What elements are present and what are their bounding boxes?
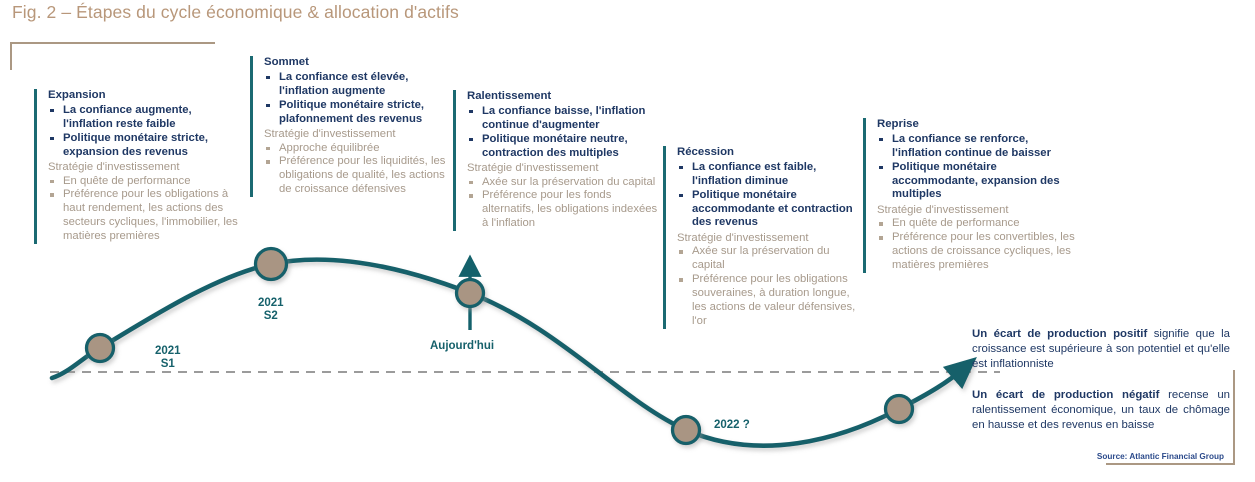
list-item: La confiance est faible, l'inflation dim…	[677, 161, 863, 189]
list-item: Politique monétaire accommodante et cont…	[677, 189, 863, 231]
phase-title-sommet: Sommet	[264, 56, 309, 68]
frame-corner-top-left-horizontal	[10, 42, 215, 44]
list-item: La confiance est élevée, l'inflation aug…	[264, 71, 457, 99]
list-item: La confiance augmente, l'inflation reste…	[48, 104, 240, 132]
phase-strategy-list-expansion: En quête de performance Préférence pour …	[48, 175, 240, 244]
phase-primary-list-reprise: La confiance se renforce, l'inflation co…	[877, 133, 1081, 202]
frame-corner-bottom-right-horizontal	[1106, 463, 1235, 465]
list-item: Préférence pour les obligations souverai…	[677, 273, 863, 329]
phase-title-recession: Récession	[677, 146, 734, 158]
cycle-markers	[84, 246, 915, 446]
list-item: Politique monétaire stricte, plafonnemen…	[264, 99, 457, 127]
list-item: Axée sur la préservation du capital	[467, 176, 660, 190]
cycle-label-today: Aujourd'hui	[430, 340, 495, 352]
phase-title-reprise: Reprise	[877, 118, 919, 130]
cycle-marker-2021-s1[interactable]	[84, 332, 116, 364]
list-item: En quête de performance	[48, 175, 240, 189]
cycle-marker-2021-s2[interactable]	[253, 246, 289, 282]
frame-corner-bottom-right-vertical	[1233, 370, 1235, 465]
phase-primary-list-expansion: La confiance augmente, l'inflation reste…	[48, 104, 240, 160]
strategy-heading-recession: Stratégie d'investissement	[677, 232, 809, 245]
page-title: Fig. 2 – Étapes du cycle économique & al…	[12, 2, 459, 22]
cycle-marker-today[interactable]	[454, 277, 486, 309]
cycle-wave-group	[49, 257, 977, 448]
phase-block-expansion: Expansion La confiance augmente, l'infla…	[34, 89, 240, 245]
frame-corner-top-left-vertical	[10, 42, 12, 70]
phase-strategy-list-sommet: Approche équilibrée Préférence pour les …	[264, 142, 457, 198]
cycle-label-2021-s2: 2021 S2	[258, 297, 284, 323]
list-item: En quête de performance	[877, 217, 1081, 231]
list-item: Politique monétaire neutre, contraction …	[467, 133, 660, 161]
phase-block-ralentissement: Ralentissement La confiance baisse, l'in…	[453, 90, 660, 232]
list-item: Préférence pour les liquidités, les obli…	[264, 155, 457, 197]
phase-primary-list-recession: La confiance est faible, l'inflation dim…	[677, 161, 863, 230]
phase-block-recession: Récession La confiance est faible, l'inf…	[663, 146, 863, 329]
phase-primary-list-ralentissement: La confiance baisse, l'inflation continu…	[467, 105, 660, 161]
phase-strategy-list-reprise: En quête de performance Préférence pour …	[877, 217, 1081, 273]
list-item: Axée sur la préservation du capital	[677, 245, 863, 273]
phase-strategy-list-ralentissement: Axée sur la préservation du capital Préf…	[467, 176, 660, 232]
strategy-heading-ralentissement: Stratégie d'investissement	[467, 162, 599, 175]
cycle-label-line1: 2021	[155, 345, 181, 357]
list-item: La confiance se renforce, l'inflation co…	[877, 133, 1081, 161]
cycle-marker-reprise[interactable]	[883, 393, 915, 425]
list-item: Préférence pour les convertibles, les ac…	[877, 231, 1081, 273]
phase-block-reprise: Reprise La confiance se renforce, l'infl…	[863, 118, 1081, 274]
cycle-label-2022: 2022 ?	[714, 419, 750, 431]
list-item: Politique monétaire stricte, expansion d…	[48, 132, 240, 160]
list-item: Approche équilibrée	[264, 142, 457, 156]
strategy-heading-expansion: Stratégie d'investissement	[48, 161, 180, 174]
business-cycle-curve	[49, 257, 977, 448]
annotation-positive-rest: signifie que la croissance est supérieur…	[972, 328, 1230, 371]
phase-title-expansion: Expansion	[48, 89, 106, 101]
source-note: Source: Atlantic Financial Group	[1096, 452, 1224, 461]
list-item: Préférence pour les fonds alternatifs, l…	[467, 189, 660, 231]
list-item: La confiance baisse, l'inflation continu…	[467, 105, 660, 133]
annotation-negative-bold: Un écart de production négatif	[972, 389, 1160, 401]
cycle-label-line1: 2021	[258, 297, 284, 309]
phase-primary-list-sommet: La confiance est élevée, l'inflation aug…	[264, 71, 457, 127]
list-item: Préférence pour les obligations à haut r…	[48, 188, 240, 244]
phase-strategy-list-recession: Axée sur la préservation du capital Préf…	[677, 245, 863, 328]
strategy-heading-sommet: Stratégie d'investissement	[264, 128, 396, 141]
cycle-label-2021-s1: 2021 S1	[155, 345, 181, 371]
cycle-marker-2022[interactable]	[670, 414, 702, 446]
cycle-label-line2: S2	[263, 310, 278, 323]
list-item: Politique monétaire accommodante, expans…	[877, 161, 1081, 203]
strategy-heading-reprise: Stratégie d'investissement	[877, 204, 1009, 217]
phase-title-ralentissement: Ralentissement	[467, 90, 552, 102]
cycle-label-line2: S1	[160, 358, 175, 371]
annotation-negative-output-gap: Un écart de production négatif recense u…	[972, 388, 1230, 433]
annotation-positive-bold: Un écart de production positif	[972, 328, 1148, 340]
annotation-positive-output-gap: Un écart de production positif signifie …	[972, 327, 1230, 372]
phase-block-sommet: Sommet La confiance est élevée, l'inflat…	[250, 56, 457, 198]
annotation-negative-rest: recense un ralentissement économique, un…	[972, 389, 1230, 432]
